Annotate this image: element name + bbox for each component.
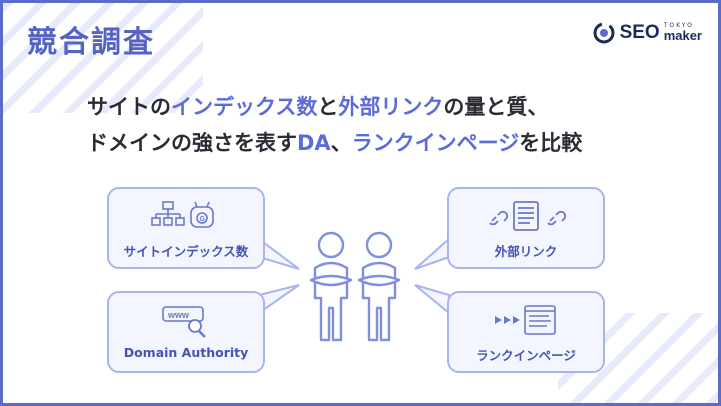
- bubble-ranked-pages: ランクインページ: [447, 291, 605, 373]
- ranking-page-icon: [491, 303, 561, 337]
- two-people-crossed-arms-icon: [301, 228, 411, 348]
- www-magnifier-icon: www: [161, 303, 211, 339]
- sitemap-robot-icon: G: [151, 199, 221, 233]
- bubble-label-external-links: 外部リンク: [449, 241, 603, 260]
- bubble-label-domain-authority: Domain Authority: [109, 345, 263, 360]
- bubble-external-links: 外部リンク: [447, 187, 605, 269]
- bubble-index-count: G サイトインデックス数: [107, 187, 265, 269]
- bubble-label-index-count: サイトインデックス数: [109, 241, 263, 260]
- svg-text:G: G: [200, 216, 206, 223]
- bubble-domain-authority: www Domain Authority: [107, 291, 265, 373]
- link-document-icon: [486, 199, 566, 233]
- bubble-label-ranked-pages: ランクインページ: [449, 345, 603, 364]
- svg-text:www: www: [167, 310, 190, 320]
